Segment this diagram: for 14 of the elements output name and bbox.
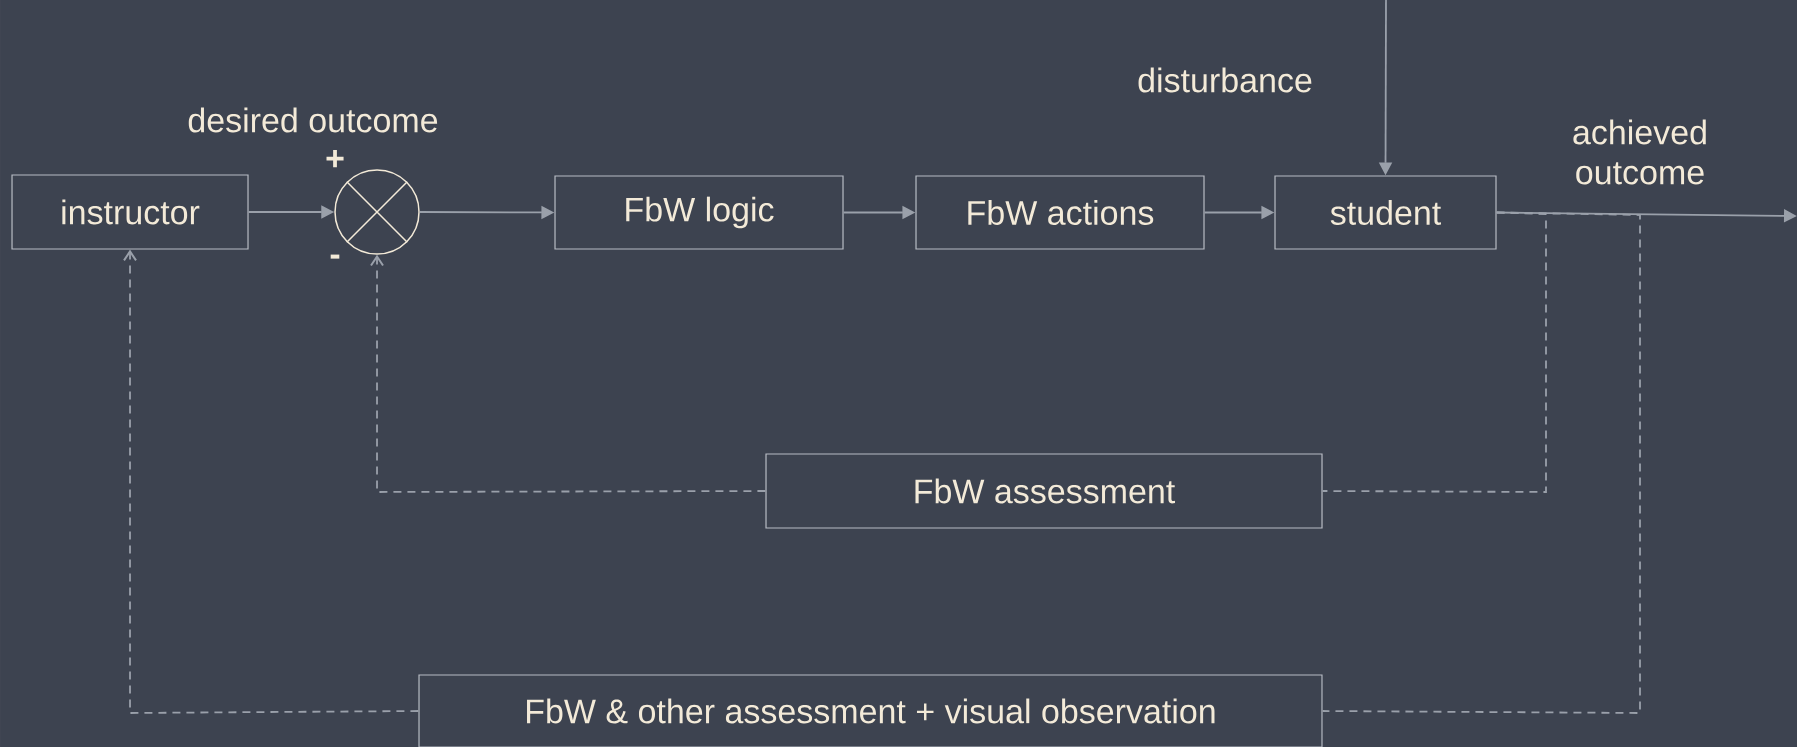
process-box: FbW actions bbox=[915, 175, 1205, 250]
arrow bbox=[370, 254, 767, 493]
arrow bbox=[123, 249, 420, 714]
process-box: student bbox=[1274, 175, 1497, 250]
process-box: instructor bbox=[11, 174, 249, 250]
sign-label: - bbox=[330, 254, 340, 259]
edge-label: achieved outcome bbox=[1573, 119, 1706, 185]
process-box: FbW assessment bbox=[765, 453, 1323, 529]
process-box: FbW & other assessment + visual observation bbox=[418, 674, 1323, 747]
edge-label: disturbance bbox=[1138, 67, 1312, 93]
summing-junction bbox=[334, 169, 420, 255]
sign-label: + bbox=[326, 150, 344, 168]
annotation: desired outcome bbox=[188, 107, 438, 133]
process-box: FbW logic bbox=[554, 175, 844, 250]
